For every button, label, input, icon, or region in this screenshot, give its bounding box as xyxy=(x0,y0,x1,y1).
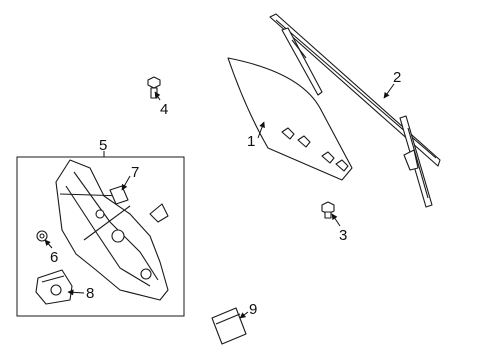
clip-part xyxy=(149,203,169,223)
leader-4 xyxy=(154,91,161,101)
regulator-assembly-box xyxy=(16,156,185,317)
mounting-bolt-part xyxy=(147,76,161,99)
callout-6: 6 xyxy=(50,249,58,266)
leader-1 xyxy=(257,121,265,139)
leader-8 xyxy=(67,289,85,296)
window-motor-part xyxy=(35,269,73,305)
callout-7: 7 xyxy=(131,164,139,181)
control-module-part xyxy=(211,307,247,345)
callout-1: 1 xyxy=(247,133,255,150)
leader-7 xyxy=(121,175,131,191)
callout-5: 5 xyxy=(99,137,107,154)
leader-2 xyxy=(383,83,395,99)
window-regulator-part xyxy=(55,159,169,301)
callout-2: 2 xyxy=(393,69,401,86)
regulator-bracket-part xyxy=(109,185,129,205)
leader-6 xyxy=(44,239,53,249)
leader-9 xyxy=(239,311,249,319)
nut-part xyxy=(36,230,48,242)
glass-bolt-part xyxy=(321,201,335,219)
callout-3: 3 xyxy=(339,227,347,244)
callout-4: 4 xyxy=(160,101,168,118)
callout-9: 9 xyxy=(249,301,257,318)
glass-run-channel-part xyxy=(269,13,441,208)
door-glass-part xyxy=(227,57,353,181)
callout-8: 8 xyxy=(86,285,94,302)
leader-3 xyxy=(331,213,341,227)
